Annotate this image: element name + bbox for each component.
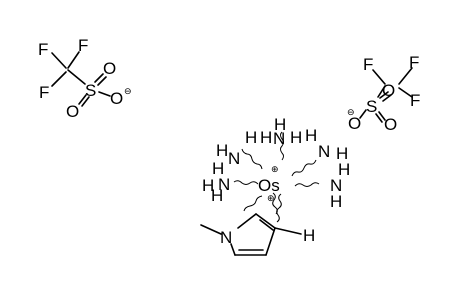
positive-charge-icon: ⊕ [267,194,275,204]
negative-charge-icon: ⊖ [124,87,132,97]
osmium-atom: Os [258,176,280,195]
ring-bond [265,227,276,256]
positive-charge-icon: ⊕ [271,165,279,175]
ring-bond [259,219,274,231]
triflate-left: F F F S O O O ⊖ [38,36,132,121]
oxygen-atom: O [382,81,395,100]
fluorine-atom: F [38,40,48,59]
hydrogen-atom: H [245,128,257,147]
negative-charge-icon: ⊖ [347,108,355,118]
hydrogen-atom: H [212,159,224,178]
nitrogen-atom: N [228,149,240,168]
ring-bond [230,243,236,256]
sulfur-atom: S [366,97,377,116]
hydrogen-atom: H [336,144,348,163]
nitrogen-atom: N [220,228,232,247]
fluorine-atom: F [409,53,419,72]
hydrogen-atom: H [211,186,223,205]
fluorine-atom: F [363,55,373,74]
wavy-bond [294,182,320,187]
hydrogen-atom: H [290,128,302,147]
hydrogen-atom: H [305,126,317,145]
ring-bond [237,213,257,229]
oxygen-atom: O [66,102,79,121]
nitrogen-atom: N [330,176,342,195]
wavy-bond [233,180,259,185]
hydrogen-atom: H [330,192,342,211]
nitrogen-atom: N [318,142,330,161]
nitrogen-atom: N [218,175,230,194]
methyl-bond [200,224,222,235]
oxygen-atom: O [110,89,123,108]
fluorine-atom: F [410,91,420,110]
wavy-bond [276,193,282,223]
hydrogen-atom: H [338,160,350,179]
fluorine-atom: F [78,36,88,55]
ch-bond [274,227,302,235]
oxygen-atom: O [103,59,116,78]
triflate-right: F F F S O O O ⊖ [347,53,420,134]
hydrogen-atom: H [274,115,286,134]
hydrogen-atom: H [260,128,272,147]
wavy-bond [291,159,317,177]
sulfur-atom: S [85,81,96,100]
wavy-bond [280,131,284,161]
nitrogen-atom: N [273,129,285,148]
ring-bond [255,213,276,229]
fluorine-atom: F [39,83,49,102]
hydrogen-atom: H [303,226,315,245]
wavy-bond [241,148,263,170]
osmium-complex: H H H H N H N H H N H H N H H N H Os ⊕ ⊕… [200,115,350,256]
oxygen-atom: O [348,114,361,133]
oxygen-atom: O [384,115,397,134]
hydrogen-atom: H [216,141,228,160]
wavy-bond [243,195,263,212]
hydrogen-atom: H [202,176,214,195]
